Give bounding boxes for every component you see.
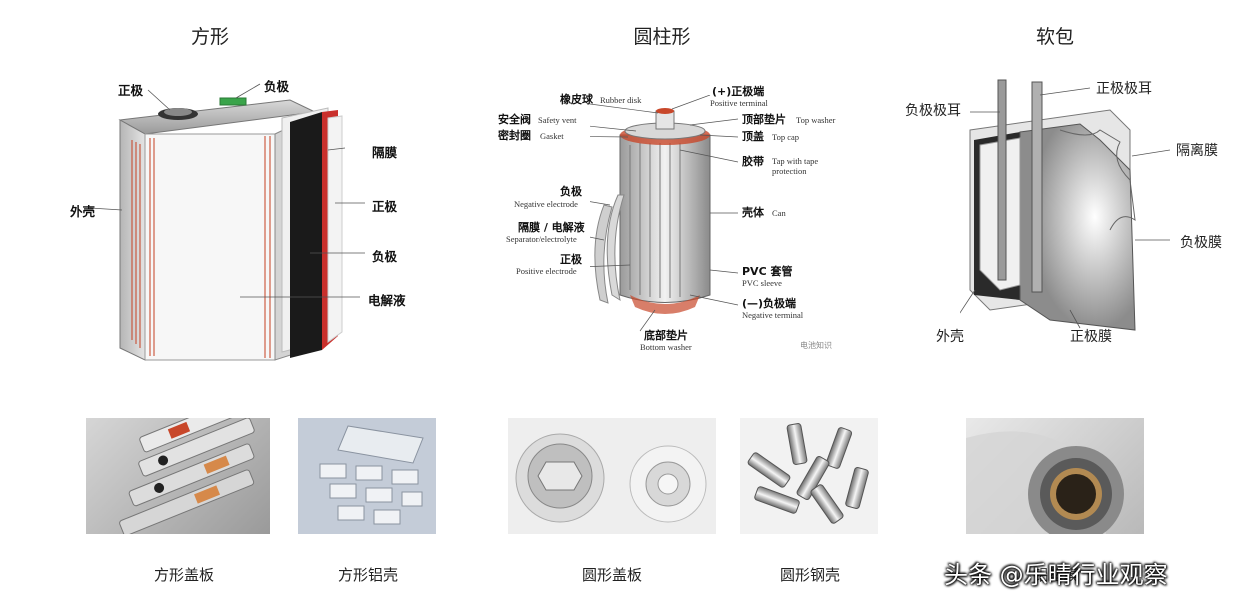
pouch-label-positive-film: 正极膜 bbox=[1070, 329, 1112, 345]
cyl-can-en: Can bbox=[772, 208, 786, 218]
pouch-title: 软包 bbox=[1035, 26, 1074, 48]
photo-prismatic-aluminum-shells bbox=[298, 418, 436, 534]
prismatic-label-positive-top: 正极 bbox=[118, 83, 144, 98]
caption-prismatic-shell: 方形铝壳 bbox=[337, 566, 398, 584]
cyl-tape-en1: Tap with tape bbox=[772, 156, 819, 166]
photo-cylindrical-covers bbox=[508, 418, 716, 534]
cyl-tape-en2: protection bbox=[772, 166, 807, 176]
caption-prismatic-cover: 方形盖板 bbox=[153, 566, 214, 584]
caption-cylindrical-can: 圆形钢壳 bbox=[779, 566, 840, 584]
prismatic-label-negative: 负极 bbox=[372, 249, 398, 264]
pouch-label-positive-tab: 正极极耳 bbox=[1096, 81, 1152, 97]
cyl-pos-electrode-cn: 正极 bbox=[560, 253, 582, 266]
cyl-rubber-en: Rubber disk bbox=[600, 95, 642, 105]
pouch-label-negative-film: 负极膜 bbox=[1180, 235, 1222, 251]
pouch-cell-diagram bbox=[960, 79, 1170, 331]
cyl-bottom-washer-en: Bottom washer bbox=[640, 342, 692, 352]
cylindrical-cell-diagram bbox=[590, 95, 739, 332]
cyl-vent-en: Safety vent bbox=[538, 115, 577, 125]
photo-cylindrical-steel-cans bbox=[740, 418, 878, 534]
cyl-top-washer-en: Top washer bbox=[796, 115, 836, 125]
cylindrical-title: 圆柱形 bbox=[633, 26, 691, 48]
cyl-top-washer-cn: 顶部垫片 bbox=[742, 113, 786, 126]
watermark-text: 头条 @乐晴行业观察 bbox=[944, 561, 1168, 589]
cyl-bottom-washer-cn: 底部垫片 bbox=[644, 329, 688, 342]
cyl-pvc-en: PVC sleeve bbox=[742, 278, 782, 288]
cyl-pos-electrode-en: Positive electrode bbox=[516, 266, 577, 276]
photo-aluminum-plastic-film bbox=[966, 418, 1144, 534]
prismatic-cell-diagram bbox=[89, 83, 365, 361]
caption-cylindrical-cover: 圆形盖板 bbox=[581, 566, 642, 584]
cyl-source-label: 电池知识 bbox=[800, 341, 832, 350]
cyl-pos-terminal-en: Positive terminal bbox=[710, 98, 768, 108]
cyl-top-cap-cn: 顶盖 bbox=[742, 130, 764, 143]
cyl-pos-terminal-cn: (+)正极端 bbox=[712, 85, 765, 98]
cyl-separator-cn: 隔膜 / 电解液 bbox=[518, 221, 585, 234]
cyl-neg-terminal-cn: (—)负极端 bbox=[742, 297, 797, 310]
cyl-neg-terminal-en: Negative terminal bbox=[742, 310, 804, 320]
pouch-label-negative-tab: 负极极耳 bbox=[905, 103, 961, 119]
pouch-label-shell: 外壳 bbox=[936, 329, 964, 345]
prismatic-label-shell: 外壳 bbox=[70, 204, 96, 219]
cyl-top-cap-en: Top cap bbox=[772, 132, 800, 142]
cyl-gasket-en: Gasket bbox=[540, 131, 564, 141]
pouch-label-separator: 隔离膜 bbox=[1176, 143, 1218, 159]
cyl-gasket-cn: 密封圈 bbox=[498, 129, 531, 142]
cyl-tape-cn: 胶带 bbox=[742, 155, 764, 168]
cyl-neg-electrode-cn: 负极 bbox=[560, 185, 582, 198]
cyl-vent-cn: 安全阀 bbox=[498, 113, 531, 126]
prismatic-label-electrolyte: 电解液 bbox=[368, 293, 406, 308]
cyl-pvc-cn: PVC 套管 bbox=[742, 265, 793, 278]
photo-prismatic-covers bbox=[86, 418, 270, 534]
cyl-neg-electrode-en: Negative electrode bbox=[514, 199, 578, 209]
cyl-rubber-cn: 橡皮球 bbox=[560, 93, 593, 106]
prismatic-label-positive: 正极 bbox=[372, 199, 398, 214]
prismatic-label-negative-top: 负极 bbox=[264, 79, 290, 94]
prismatic-label-separator: 隔膜 bbox=[372, 145, 398, 160]
cyl-separator-en: Separator/electrolyte bbox=[506, 234, 577, 244]
caption-aluminum-plastic-film: 铝塑膜 bbox=[1033, 566, 1079, 584]
prismatic-title: 方形 bbox=[190, 26, 229, 48]
cyl-can-cn: 壳体 bbox=[742, 206, 764, 219]
